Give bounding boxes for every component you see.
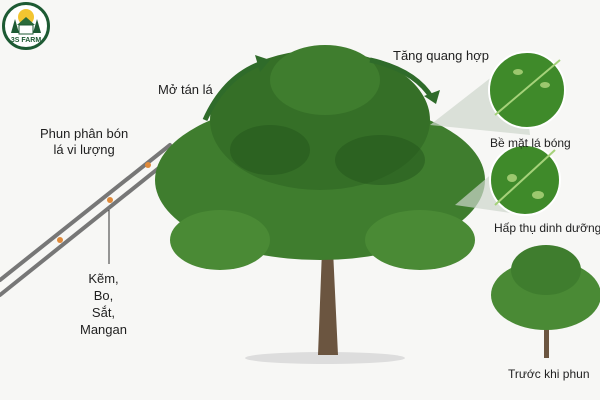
glossy-leaf-zoom-circle [488, 51, 566, 129]
farm-house-icon [11, 9, 41, 35]
nutrient-iron: Sắt, [91, 305, 116, 320]
arrow-photosynthesis-icon [369, 57, 435, 100]
label-glossy-leaf: Bề mặt lá bóng [490, 136, 571, 150]
spray-line-1: Phun phân bón [40, 126, 129, 141]
label-photosynthesis: Tăng quang hợp [393, 48, 489, 63]
label-open-canopy: Mở tán lá [158, 82, 213, 97]
ground-shadow [245, 352, 405, 364]
arrow-open-canopy-icon [202, 59, 266, 122]
main-tree [155, 45, 485, 355]
spray-line-2: lá vi lượng [53, 142, 115, 157]
label-spray: Phun phân bón lá vi lượng [40, 126, 128, 158]
label-before-spraying: Trước khi phun [508, 367, 590, 381]
logo-3s-farm: 3S FARM [2, 2, 50, 50]
nutrient-zinc: Kẽm, [88, 271, 119, 286]
small-tree-before [491, 245, 600, 358]
label-micronutrients: Kẽm, Bo, Sắt, Mangan [80, 270, 127, 338]
sprayer-wand-icon [0, 143, 177, 297]
label-absorption: Hấp thụ dinh dưỡng [494, 221, 600, 235]
absorption-zoom-circle [489, 144, 561, 216]
nutrient-boron: Bo, [93, 288, 114, 303]
nutrient-manganese: Mangan [80, 322, 127, 337]
logo-text: 3S FARM [10, 37, 42, 44]
